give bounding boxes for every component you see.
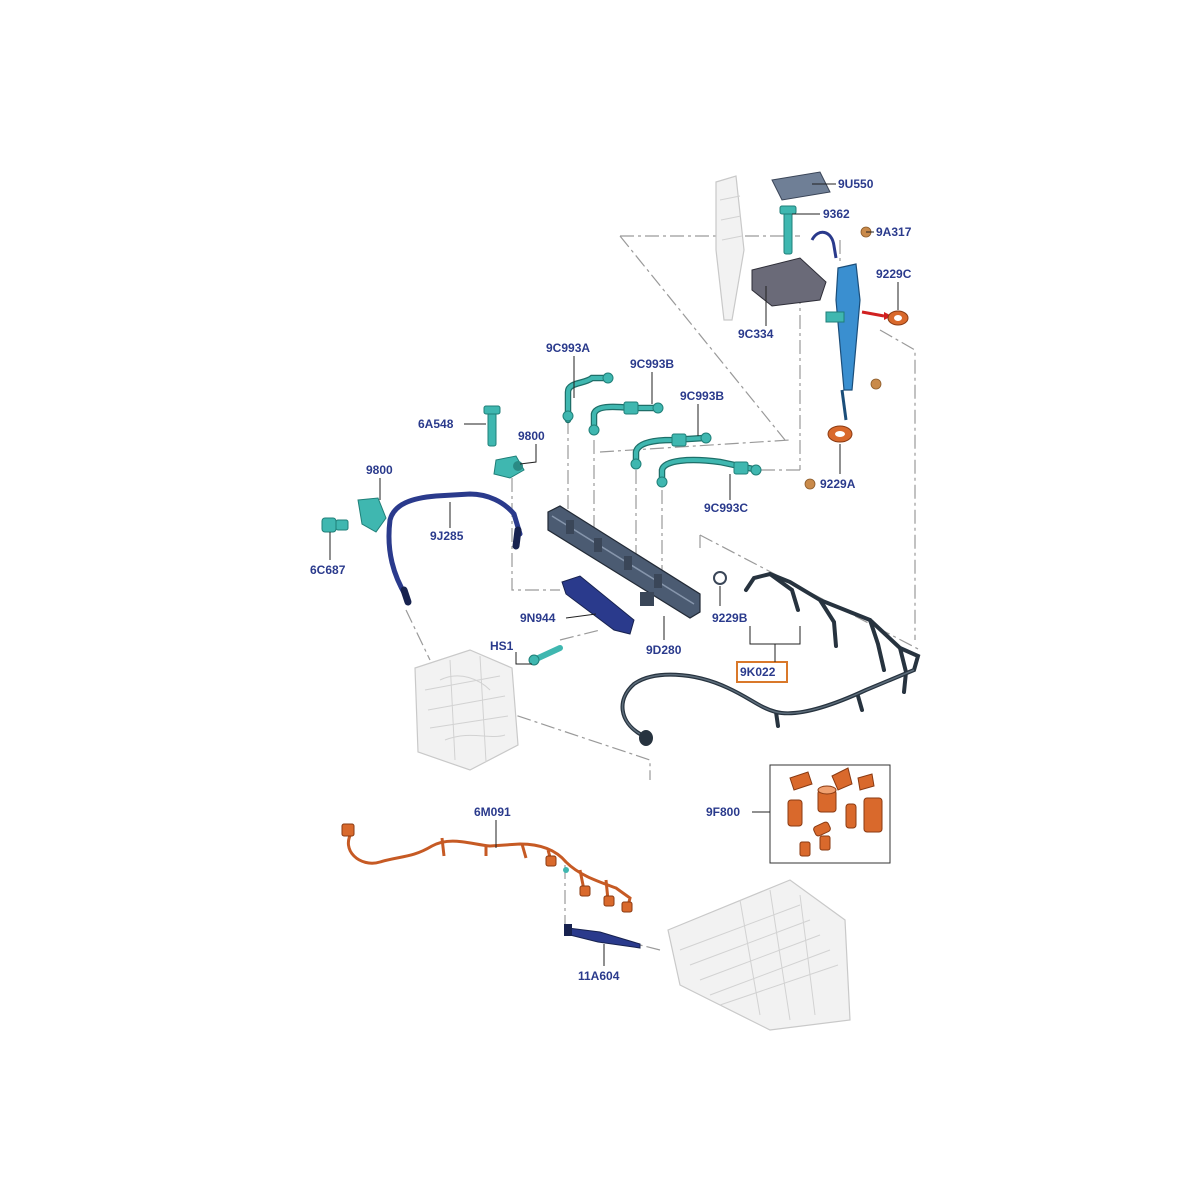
- fuel-rail: [547, 505, 701, 619]
- injector-washer-top: [861, 310, 909, 326]
- clamp-bolt: [779, 205, 797, 255]
- label-9229a: 9229A: [820, 477, 856, 491]
- label-9j285: 9J285: [430, 529, 464, 543]
- injector-ghost: [715, 175, 745, 321]
- cylinder-head-ghost: [667, 879, 851, 1031]
- pressure-pipe-c: [656, 456, 762, 488]
- bullet-small-seal: [870, 378, 882, 390]
- seal-kit-parts: [787, 767, 883, 857]
- label-9c993a: 9C993A: [546, 341, 590, 355]
- label-11a604: 11A604: [578, 969, 620, 983]
- fuel-connector-upper: [493, 455, 525, 479]
- label-9800-lower: 9800: [366, 463, 393, 477]
- fuel-connector-lower: [357, 497, 387, 533]
- label-9800-upper: 9800: [518, 429, 545, 443]
- label-9u550: 9U550: [838, 177, 874, 191]
- pressure-sensor: [483, 405, 501, 447]
- injector-wiring-harness: [620, 571, 921, 746]
- leader-lines: [329, 183, 899, 966]
- label-9229c: 9229C: [876, 267, 912, 281]
- injector-clamp-cover: [771, 171, 831, 201]
- label-9f800: 9F800: [706, 805, 740, 819]
- engine-block-ghost: [414, 649, 519, 771]
- rail-bracket: [561, 575, 635, 635]
- highlight-box-9k022: [736, 661, 788, 683]
- label-9c993c: 9C993C: [704, 501, 748, 515]
- label-9362: 9362: [823, 207, 850, 221]
- pressure-pipe-a: [562, 372, 614, 424]
- label-9d280: 9D280: [646, 643, 682, 657]
- label-hs1: HS1: [490, 639, 514, 653]
- pressure-pipe-b2: [630, 432, 712, 470]
- part-labels: 9U550 9362 9A317 9229C 9C334 9C993A 9C99…: [310, 177, 912, 983]
- fuel-injector: [825, 263, 861, 421]
- label-9229b: 9229B: [712, 611, 748, 625]
- heat-shield-bolt: [528, 645, 563, 666]
- label-9n944: 9N944: [520, 611, 556, 625]
- fuel-hose-fitting: [321, 517, 349, 533]
- glow-plug-harness: [341, 823, 633, 913]
- glow-plug: [564, 924, 641, 949]
- pressure-pipe-b1: [588, 401, 664, 436]
- label-9c334: 9C334: [738, 327, 774, 341]
- label-9a317: 9A317: [876, 225, 912, 239]
- label-6a548: 6A548: [418, 417, 454, 431]
- label-9c993b-upper: 9C993B: [630, 357, 674, 371]
- label-6c687: 6C687: [310, 563, 346, 577]
- label-6m091: 6M091: [474, 805, 511, 819]
- rail-sensor-seal: [713, 571, 727, 585]
- bullet-9229a: [804, 478, 816, 490]
- injector-clamp: [751, 257, 827, 307]
- label-9c993b-lower: 9C993B: [680, 389, 724, 403]
- leak-off-pipe: [810, 230, 838, 259]
- label-9k022: 9K022: [740, 665, 776, 679]
- fuel-return-hose: [386, 491, 523, 606]
- injector-seal-washer: [827, 425, 853, 443]
